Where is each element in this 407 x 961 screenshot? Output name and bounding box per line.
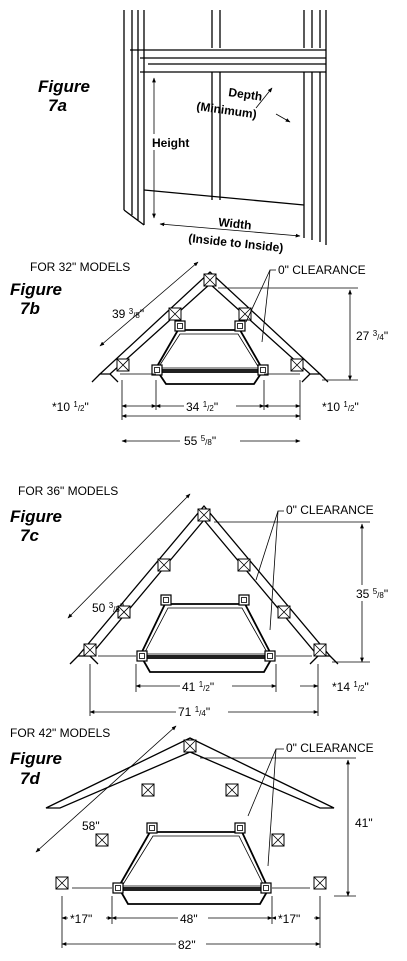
figure-7c-overall-dim: 71 1/4" [178,705,210,719]
figure-7b-number: 7b [20,299,40,318]
figure-7d-overall-dim: 82" [178,938,196,952]
figure-7b-models: FOR 32" MODELS [30,260,130,274]
figure-7c-right-side-dim: *14 1/2" [332,680,369,694]
figure-7c: FOR 36" MODELS Figure 7c 0" CLEARANCE [10,484,402,720]
figure-7d-diagonal-dim: 58" [82,819,100,833]
depth-label: Depth [228,85,264,104]
figure-7c-clearance: 0" CLEARANCE [286,503,374,517]
figure-7d-right-side-dim: *17" [278,912,300,926]
figure-7d-height-dim: 41" [355,816,373,830]
figure-7b-word: Figure [10,280,62,299]
figure-7b-left-side-dim: *10 1/2" [52,400,89,414]
figure-7a-word: Figure [38,77,90,96]
width-inside-label: (Inside to Inside) [188,231,284,255]
figure-7d-clearance: 0" CLEARANCE [286,741,374,755]
framing-sketch [123,10,327,245]
figure-7c-height-dim: 35 5/8" [356,587,388,601]
figure-7b-right-side-dim: *10 1/2" [322,400,359,414]
figure-7a: Figure 7a Depth (Minimum) Height [38,10,327,255]
figure-7d-left-side-dim: *17" [70,912,92,926]
width-label: Width [218,215,253,232]
figure-7c-diagonal-dim: 50 3/8" [92,601,124,615]
figure-7d-number: 7d [20,769,40,788]
figure-7c-number: 7c [20,526,39,545]
figure-7b-center-dim: 34 1/2" [186,400,218,414]
figure-7d-models: FOR 42" MODELS [10,726,110,740]
figure-7b-height-dim: 27 3/4" [356,329,388,343]
figure-7c-center-dim: 41 1/2" [182,680,214,694]
height-label: Height [152,136,189,150]
figure-7a-number: 7a [48,96,67,115]
figure-7b: FOR 32" MODELS Figure 7b 0" CLEARANCE [10,260,402,449]
figure-7b-diagonal-dim: 39 3/8" [112,307,144,321]
figure-7d-center-dim: 48" [180,912,198,926]
figure-7b-overall-dim: 55 5/8" [184,434,216,448]
depth-minimum-label: (Minimum) [196,99,258,121]
figure-7b-clearance: 0" CLEARANCE [278,263,366,277]
figure-7d-word: Figure [10,749,62,768]
figure-7c-models: FOR 36" MODELS [18,484,118,498]
figure-7c-word: Figure [10,507,62,526]
corner-walls-7b [91,261,358,420]
figure-7d: FOR 42" MODELS Figure 7d 0" CLEARANCE [10,725,382,952]
